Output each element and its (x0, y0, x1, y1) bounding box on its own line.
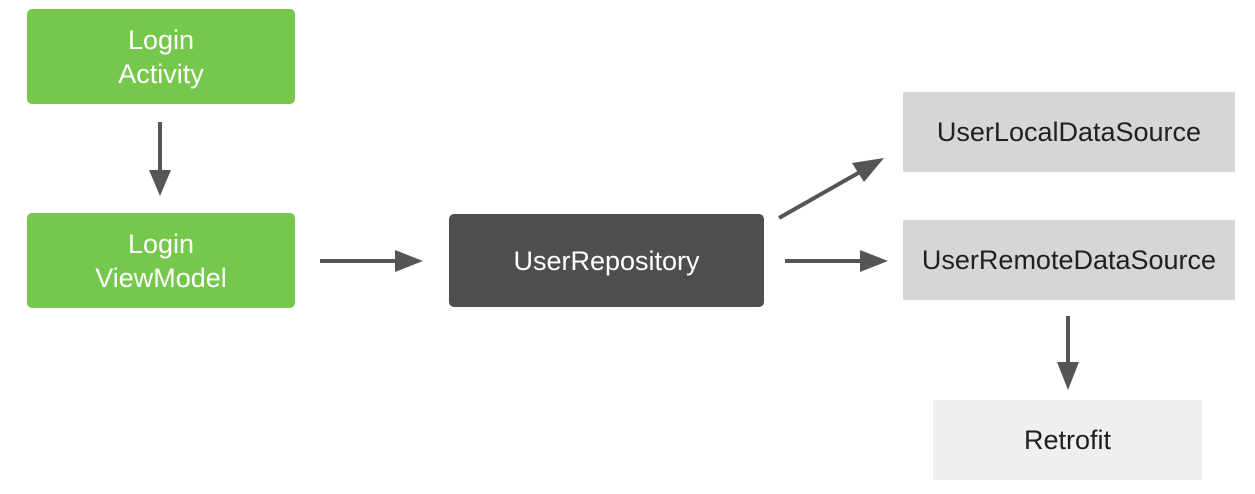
user-remote-data-source-node: UserRemoteDataSource (903, 220, 1235, 300)
arrow-repository-to-local (778, 170, 861, 220)
login-activity-label: Login Activity (118, 24, 204, 89)
user-repository-label: UserRepository (513, 245, 700, 276)
login-viewmodel-node: Login ViewModel (27, 213, 295, 308)
arrowhead-repository-to-remote (860, 250, 888, 272)
arrowhead-remote-to-retrofit (1057, 362, 1079, 390)
arrowhead-repository-to-local (852, 158, 884, 182)
login-activity-node: Login Activity (27, 9, 295, 104)
user-local-data-source-node: UserLocalDataSource (903, 92, 1235, 172)
user-remote-data-source-label: UserRemoteDataSource (921, 245, 1217, 275)
user-repository-node: UserRepository (449, 214, 764, 307)
login-viewmodel-label: Login ViewModel (95, 228, 227, 293)
arrowhead-activity-to-viewmodel (149, 170, 171, 196)
user-local-data-source-label: UserLocalDataSource (936, 117, 1202, 147)
arrowhead-viewmodel-to-repository (395, 250, 423, 272)
retrofit-node: Retrofit (933, 400, 1202, 480)
retrofit-label: Retrofit (1023, 425, 1112, 455)
